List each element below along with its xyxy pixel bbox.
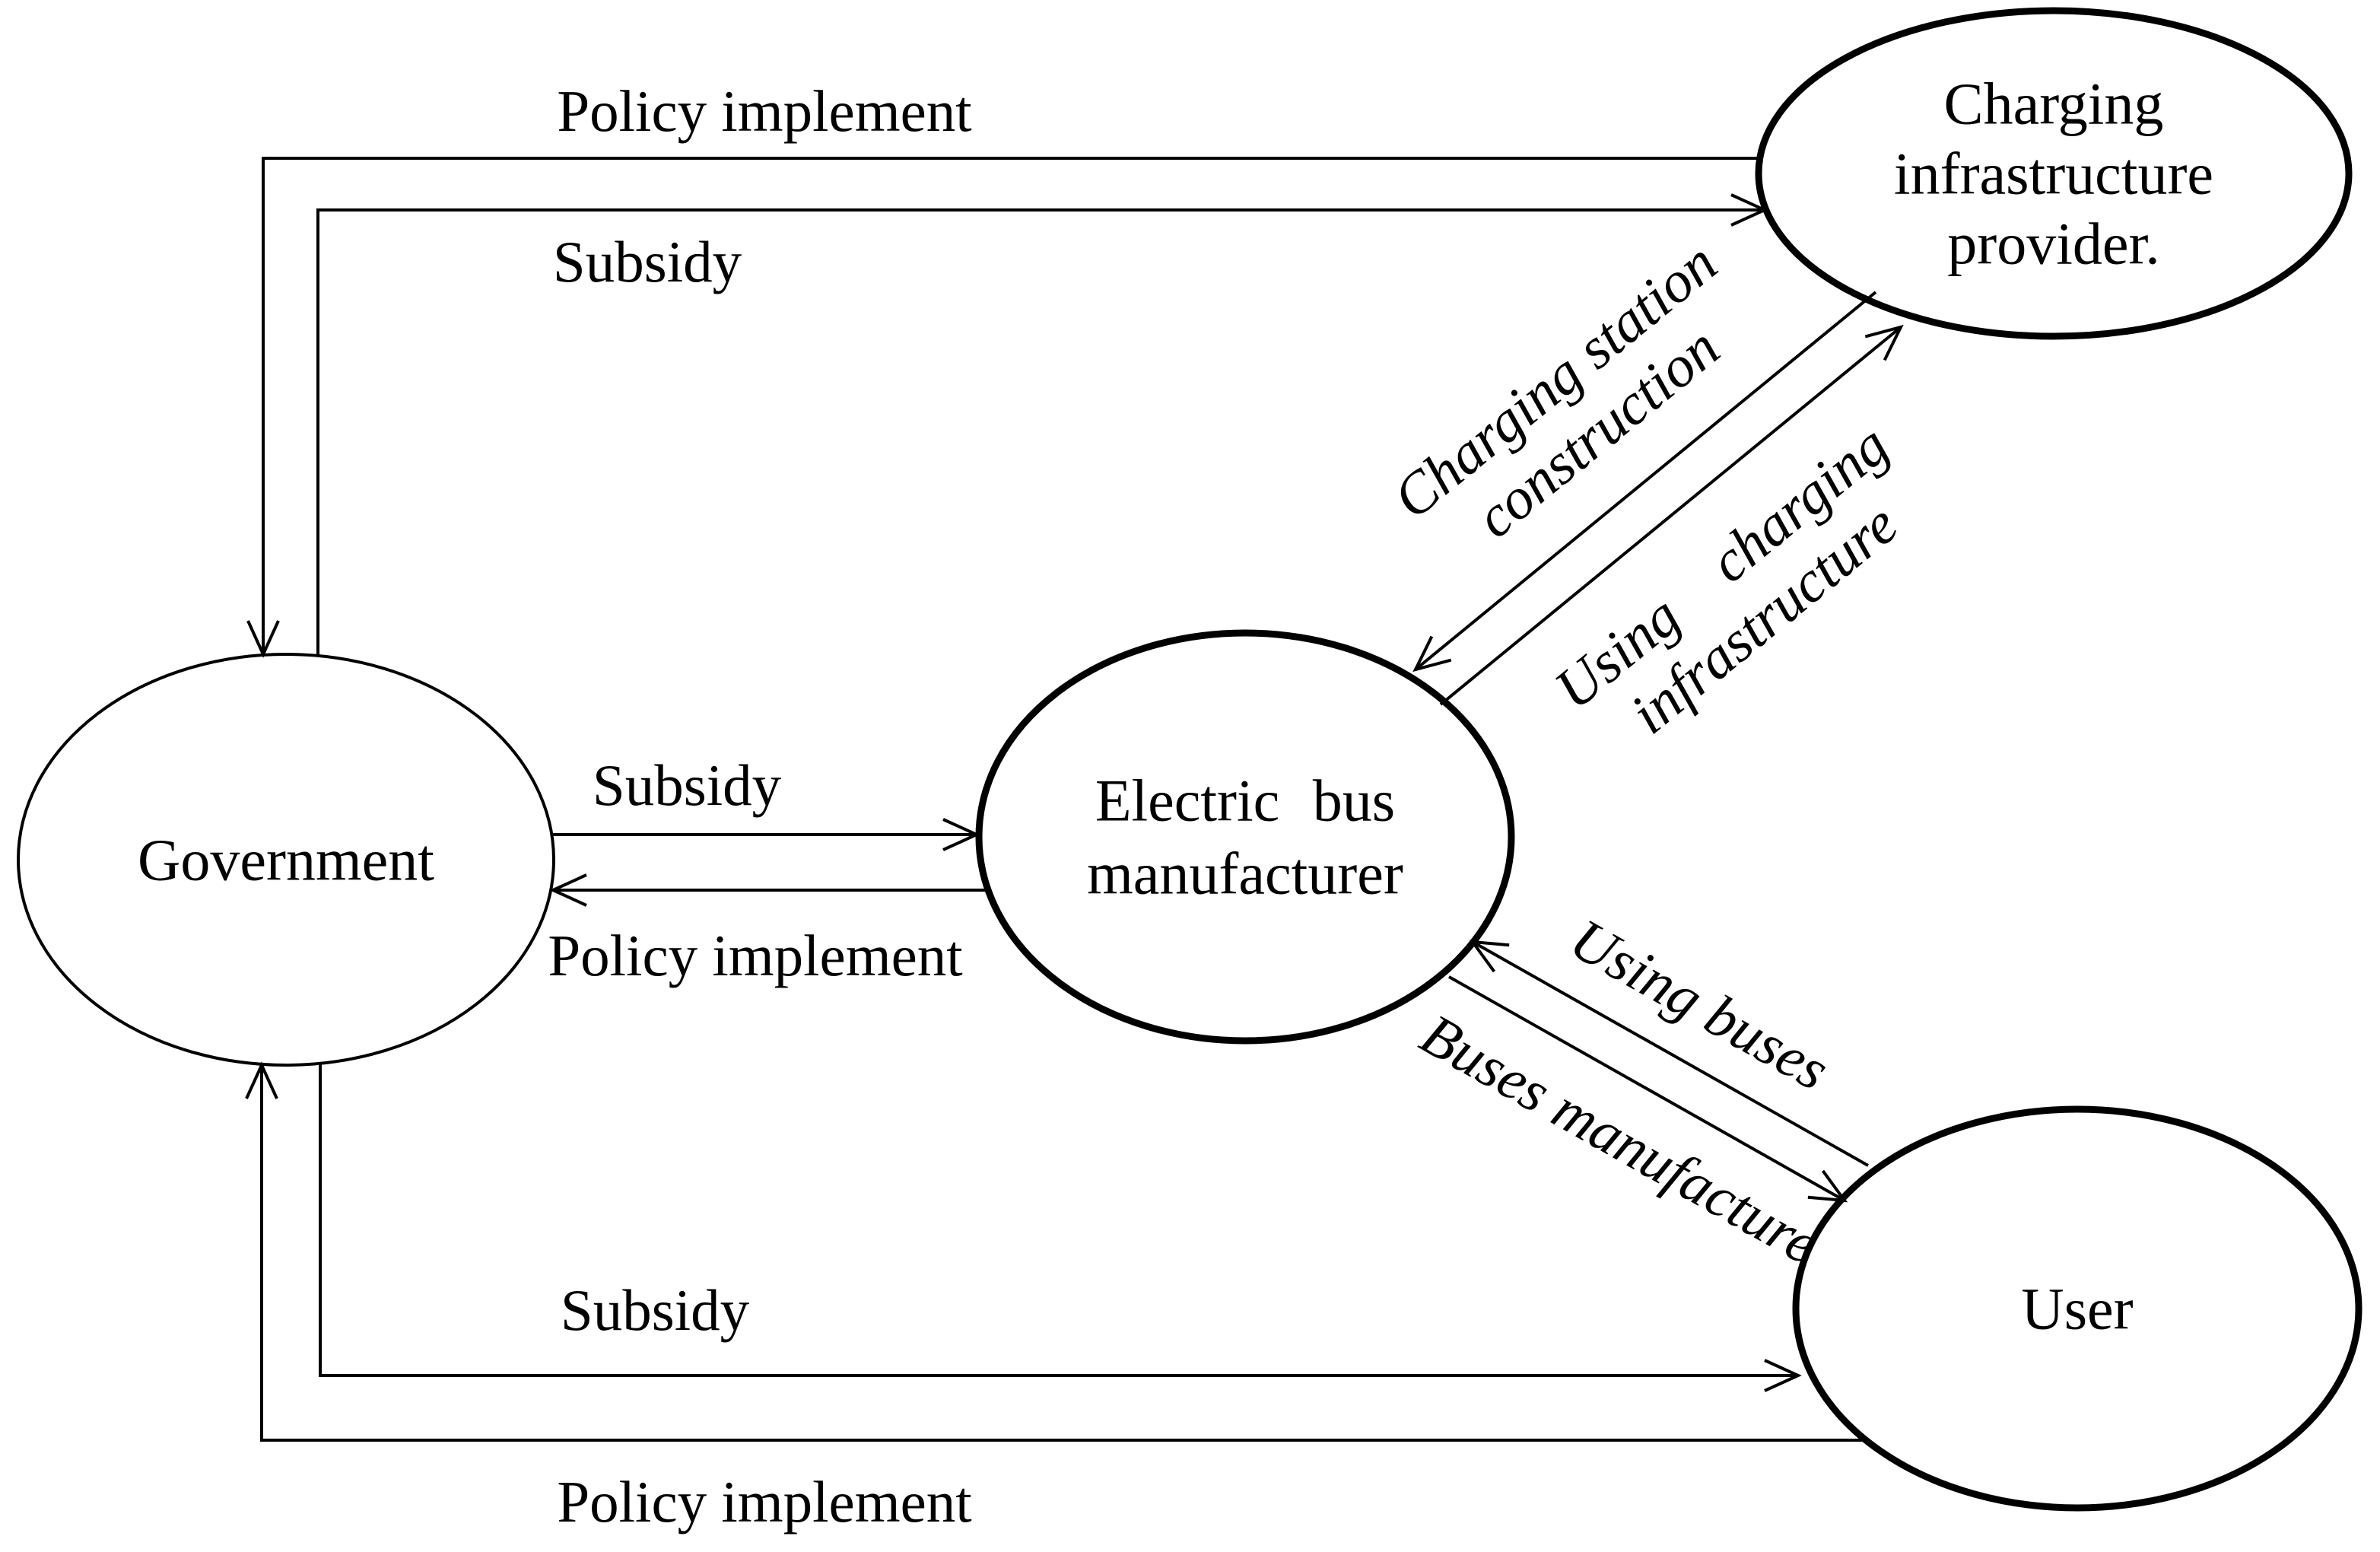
edge-using-charging-infrastructure [1439, 324, 1904, 706]
node-label-government: Government [138, 827, 434, 893]
label-policy-implement-top: Policy implement [557, 78, 971, 144]
label-subsidy-bottom: Subsidy [561, 1277, 750, 1343]
node-label-user: User [2021, 1276, 2133, 1342]
node-ellipse-user [1792, 1105, 2363, 1512]
node-user: User [1792, 1105, 2363, 1512]
edge-charging-station-construction [1412, 291, 1877, 673]
label-policy-implement-mid: Policy implement [548, 923, 962, 988]
label-subsidy-top: Subsidy [553, 229, 742, 294]
label-charging-station-construction: Charging stationconstruction [1381, 230, 1771, 584]
label-using-buses: Using buses [1560, 905, 1840, 1102]
label-policy-implement-bottom: Policy implement [557, 1469, 971, 1535]
node-ellipse-electric-bus-manufacturer [975, 629, 1515, 1045]
edge-buses-manufacture [1448, 975, 1848, 1203]
edge-using-buses [1469, 940, 1869, 1167]
edge-policy-implement-provider-to-government [246, 157, 1760, 658]
edge-subsidy-government-to-user [319, 1064, 1802, 1392]
edges-layer [245, 157, 1904, 1442]
node-ellipse-charging-infrastructure-provider [1755, 7, 2353, 340]
label-subsidy-mid: Subsidy [593, 752, 782, 818]
node-government: Government [17, 653, 555, 1067]
edge-subsidy-government-to-provider [316, 193, 1768, 655]
node-ellipse-government [17, 653, 555, 1067]
edge-policy-implement-user-to-government [245, 1061, 1862, 1442]
